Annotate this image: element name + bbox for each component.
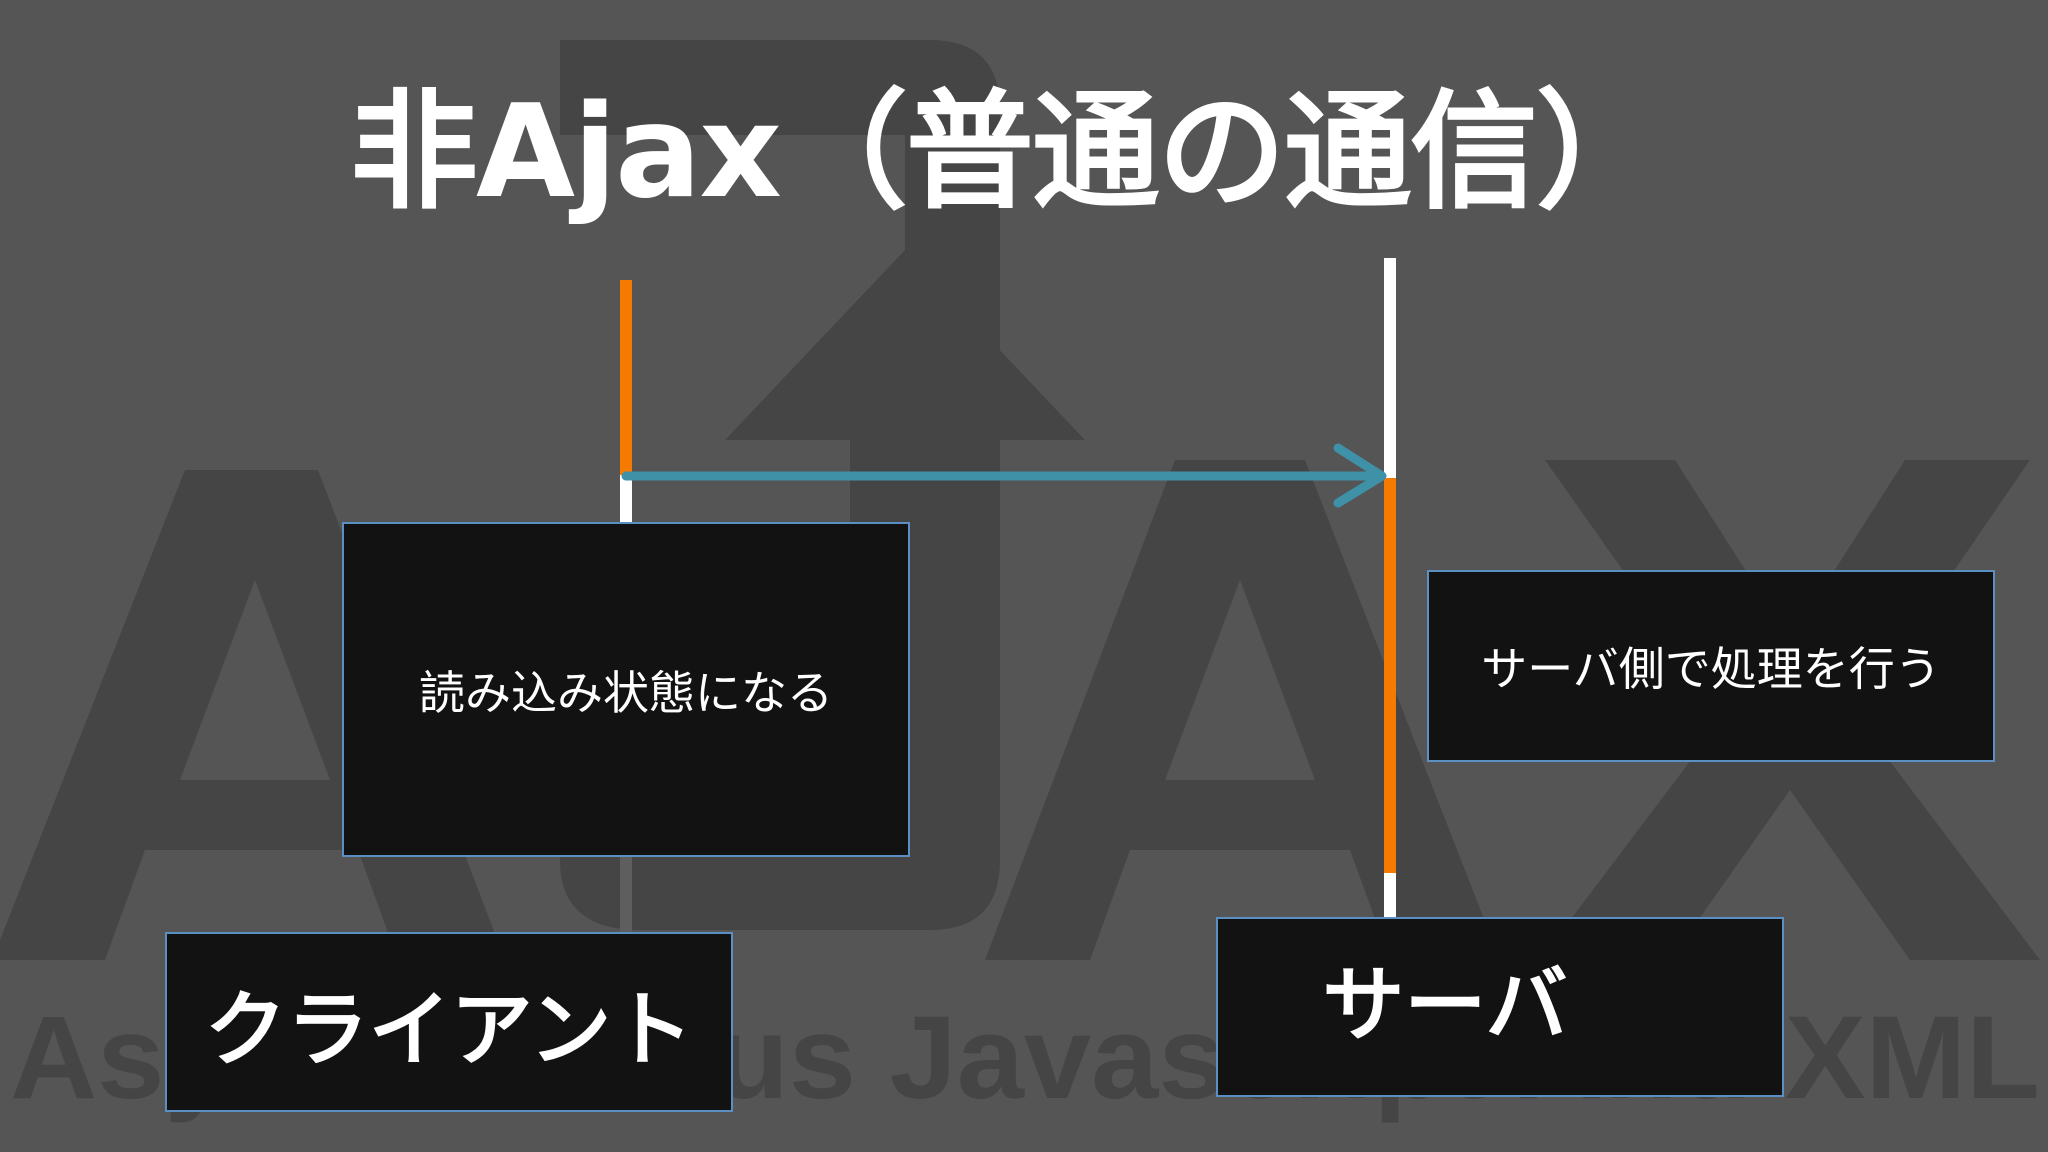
server-active-bar	[1384, 478, 1396, 873]
client-active-bar	[620, 280, 632, 475]
slide-title: 非Ajax（普通の通信）	[350, 78, 1664, 227]
client-actor-box: クライアント	[165, 932, 733, 1112]
client-actor-label: クライアント	[204, 982, 694, 1078]
client-note-loading: 読み込み状態になる	[342, 522, 910, 857]
server-note-processing: サーバ側で処理を行う	[1427, 570, 1995, 762]
server-actor-label: サーバ	[1322, 957, 1568, 1053]
server-note-text: サーバ側で処理を行う	[1481, 642, 1941, 696]
server-actor-box: サーバ	[1216, 917, 1784, 1097]
client-note-text: 読み込み状態になる	[419, 665, 833, 720]
